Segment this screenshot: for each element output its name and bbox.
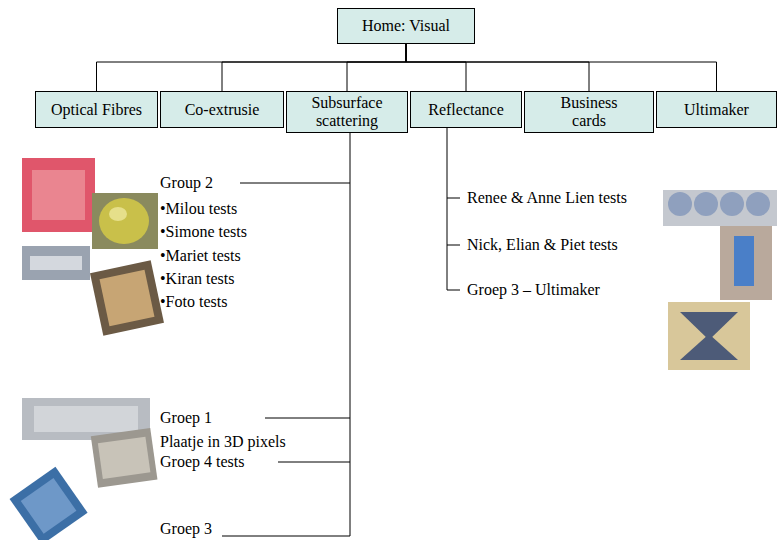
box-label: Optical Fibres [51,101,142,119]
tree-connector [406,44,589,91]
box-label: Home: Visual [362,17,450,35]
note: Plaatje in 3D pixels [160,432,286,452]
group-heading: Groep 3 [160,519,212,539]
tree-connector [406,44,717,91]
tree-connector [97,44,407,91]
group-heading: Group 2 [160,173,213,193]
category-box: Business cards [524,91,654,133]
box-label: Business cards [547,94,631,130]
root-box: Home: Visual [337,8,475,44]
category-box: Reflectance [410,91,522,128]
list-item: •Mariet tests [160,246,241,266]
tree-connector [222,44,406,91]
tree-connector [406,44,466,91]
tree-connector [347,44,406,91]
box-label: Ultimaker [684,101,749,119]
box-label: Reflectance [428,101,504,119]
category-box: Co-extrusie [160,91,284,128]
box-label: Co-extrusie [185,101,260,119]
category-box: Optical Fibres [35,91,158,128]
list-item: •Foto tests [160,292,227,312]
leader-lines [222,128,460,536]
group-heading: Groep 1 [160,408,212,428]
list-item: •Milou tests [160,199,237,219]
test-label: Nick, Elian & Piet tests [467,235,618,255]
category-box: Subsurface scattering [286,91,408,133]
group-heading: Groep 4 tests [160,452,244,472]
photo-thumbnails [10,158,777,540]
list-item: •Kiran tests [160,269,234,289]
list-item: •Simone tests [160,222,247,242]
category-box: Ultimaker [656,91,777,128]
test-label: Renee & Anne Lien tests [467,188,627,208]
test-label: Groep 3 – Ultimaker [467,280,600,300]
box-label: Subsurface scattering [291,94,403,130]
